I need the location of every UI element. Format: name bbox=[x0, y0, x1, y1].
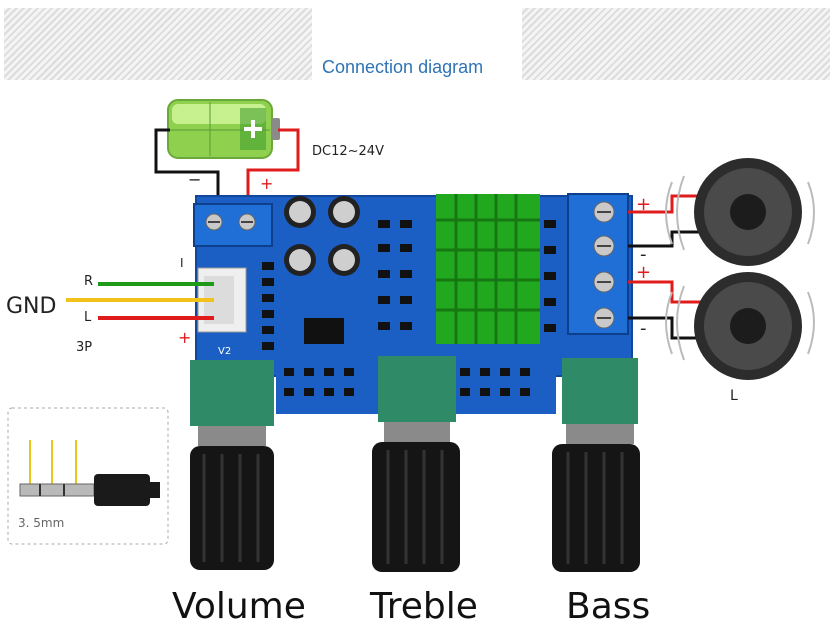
speaker-top-plus-label: + bbox=[636, 194, 652, 215]
diagram-title: Connection diagram bbox=[322, 57, 484, 77]
speaker-top-minus-wire bbox=[628, 230, 708, 248]
treble-knob-icon bbox=[372, 356, 460, 572]
speaker-bottom-minus-label: - bbox=[640, 318, 647, 339]
connector-3p-label: 3P bbox=[76, 340, 93, 355]
battery-negative-wire bbox=[154, 128, 220, 206]
bass-knob-icon bbox=[552, 358, 640, 572]
speaker-top-minus-label: - bbox=[640, 244, 647, 265]
jack-size-label: 3. 5mm bbox=[18, 516, 65, 530]
bass-label: Bass bbox=[566, 586, 651, 627]
input-r-label: R bbox=[84, 274, 94, 289]
speaker-bottom-minus-wire bbox=[628, 316, 708, 340]
treble-label: Treble bbox=[370, 586, 478, 627]
input-l-label: L bbox=[84, 310, 92, 325]
input-marker-label: I bbox=[180, 256, 184, 270]
header-band-right bbox=[522, 8, 830, 80]
battery-positive-wire bbox=[246, 128, 300, 206]
speaker-bottom-icon bbox=[665, 272, 815, 380]
speaker-top-plus-wire bbox=[628, 194, 708, 214]
board-version-label: V2 bbox=[218, 346, 232, 357]
gnd-label: GND bbox=[6, 294, 57, 319]
speaker-left-label: L bbox=[730, 388, 738, 404]
amplifier-board bbox=[193, 193, 633, 377]
battery-minus-label: − bbox=[188, 170, 202, 189]
speaker-bottom-plus-wire bbox=[628, 280, 708, 304]
input-plus-label: + bbox=[178, 328, 192, 347]
speaker-bottom-plus-label: + bbox=[636, 262, 652, 283]
voltage-label: DC12~24V bbox=[312, 144, 384, 159]
battery-plus-label: + bbox=[260, 174, 274, 193]
volume-knob-icon bbox=[190, 360, 274, 570]
header-band-left bbox=[4, 8, 312, 80]
speaker-top-icon bbox=[665, 158, 815, 266]
audio-jack-inset bbox=[7, 407, 169, 545]
battery-icon bbox=[167, 99, 280, 159]
volume-label: Volume bbox=[172, 586, 306, 627]
